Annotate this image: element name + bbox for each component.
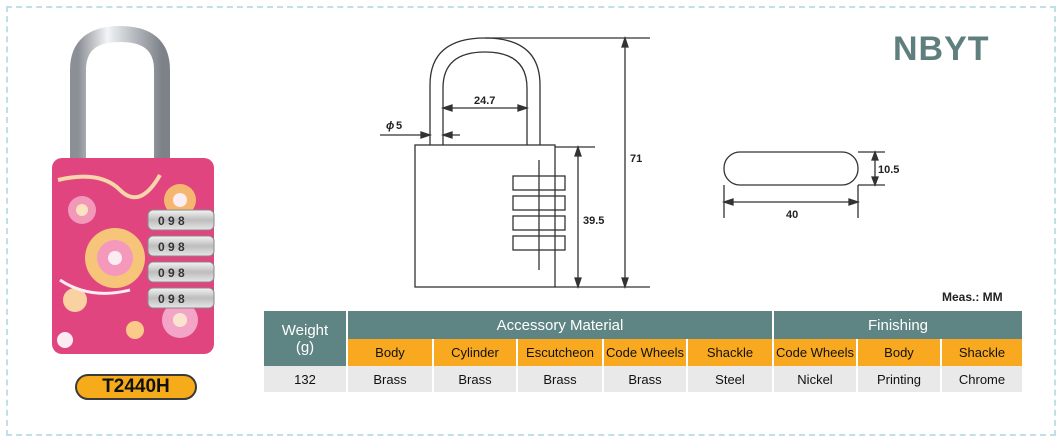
wheel-digits-3: 0 9 8 xyxy=(158,266,185,280)
floral-pattern xyxy=(57,173,198,348)
shackle-image xyxy=(70,25,170,190)
dim-shackle-width: 24.7 xyxy=(474,95,495,107)
cell-shackle: Steel xyxy=(686,366,773,392)
weight-header-label: Weight xyxy=(281,321,329,339)
subheader-finish-code-wheels: Code Wheels xyxy=(772,339,857,366)
subheader-code-wheels: Code Wheels xyxy=(602,339,687,366)
accessory-material-header: Accessory Material xyxy=(346,311,773,339)
cell-body: Brass xyxy=(346,366,433,392)
cell-code-wheels: Brass xyxy=(602,366,687,392)
subheader-finish-shackle: Shackle xyxy=(940,339,1022,366)
dim-phi-symbol: ϕ xyxy=(386,120,394,132)
cell-finish-code-wheels: Nickel xyxy=(772,366,857,392)
cell-cylinder: Brass xyxy=(432,366,517,392)
front-view-drawing xyxy=(380,35,650,290)
cell-weight: 132 xyxy=(264,366,347,392)
dim-body-height: 39.5 xyxy=(583,215,604,227)
subheader-shackle: Shackle xyxy=(686,339,773,366)
subheader-escutcheon: Escutcheon xyxy=(516,339,603,366)
spec-table: Weight (g) Accessory Material Finishing … xyxy=(264,311,1022,392)
model-badge: T2440H xyxy=(75,374,197,400)
wheel-digits-2: 0 9 8 xyxy=(158,240,185,254)
page-frame xyxy=(6,6,1056,436)
dim-shackle-diameter: 5 xyxy=(396,120,402,132)
dim-body-thickness: 10.5 xyxy=(878,164,899,176)
cell-escutcheon: Brass xyxy=(516,366,603,392)
code-wheels-image: 0 9 8 0 9 8 0 9 8 0 9 8 xyxy=(147,209,215,309)
wheel-digits-4: 0 9 8 xyxy=(158,292,185,306)
dim-body-width: 40 xyxy=(786,209,798,221)
cell-finish-body: Printing xyxy=(856,366,941,392)
subheader-body: Body xyxy=(346,339,433,366)
measure-note: Meas.: MM xyxy=(942,290,1003,304)
weight-header-unit: (g) xyxy=(295,338,315,356)
finishing-header: Finishing xyxy=(772,311,1022,339)
wheel-digits-1: 0 9 8 xyxy=(158,214,185,228)
table-row: 132 Brass Brass Brass Brass Steel Nickel… xyxy=(264,366,1022,392)
dim-total-height: 71 xyxy=(630,153,642,165)
subheader-finish-body: Body xyxy=(856,339,941,366)
subheader-cylinder: Cylinder xyxy=(432,339,517,366)
top-view-drawing xyxy=(721,150,885,218)
brand-logo: NBYT xyxy=(893,30,990,68)
cell-finish-shackle: Chrome xyxy=(940,366,1022,392)
weight-header: Weight (g) xyxy=(264,311,347,366)
